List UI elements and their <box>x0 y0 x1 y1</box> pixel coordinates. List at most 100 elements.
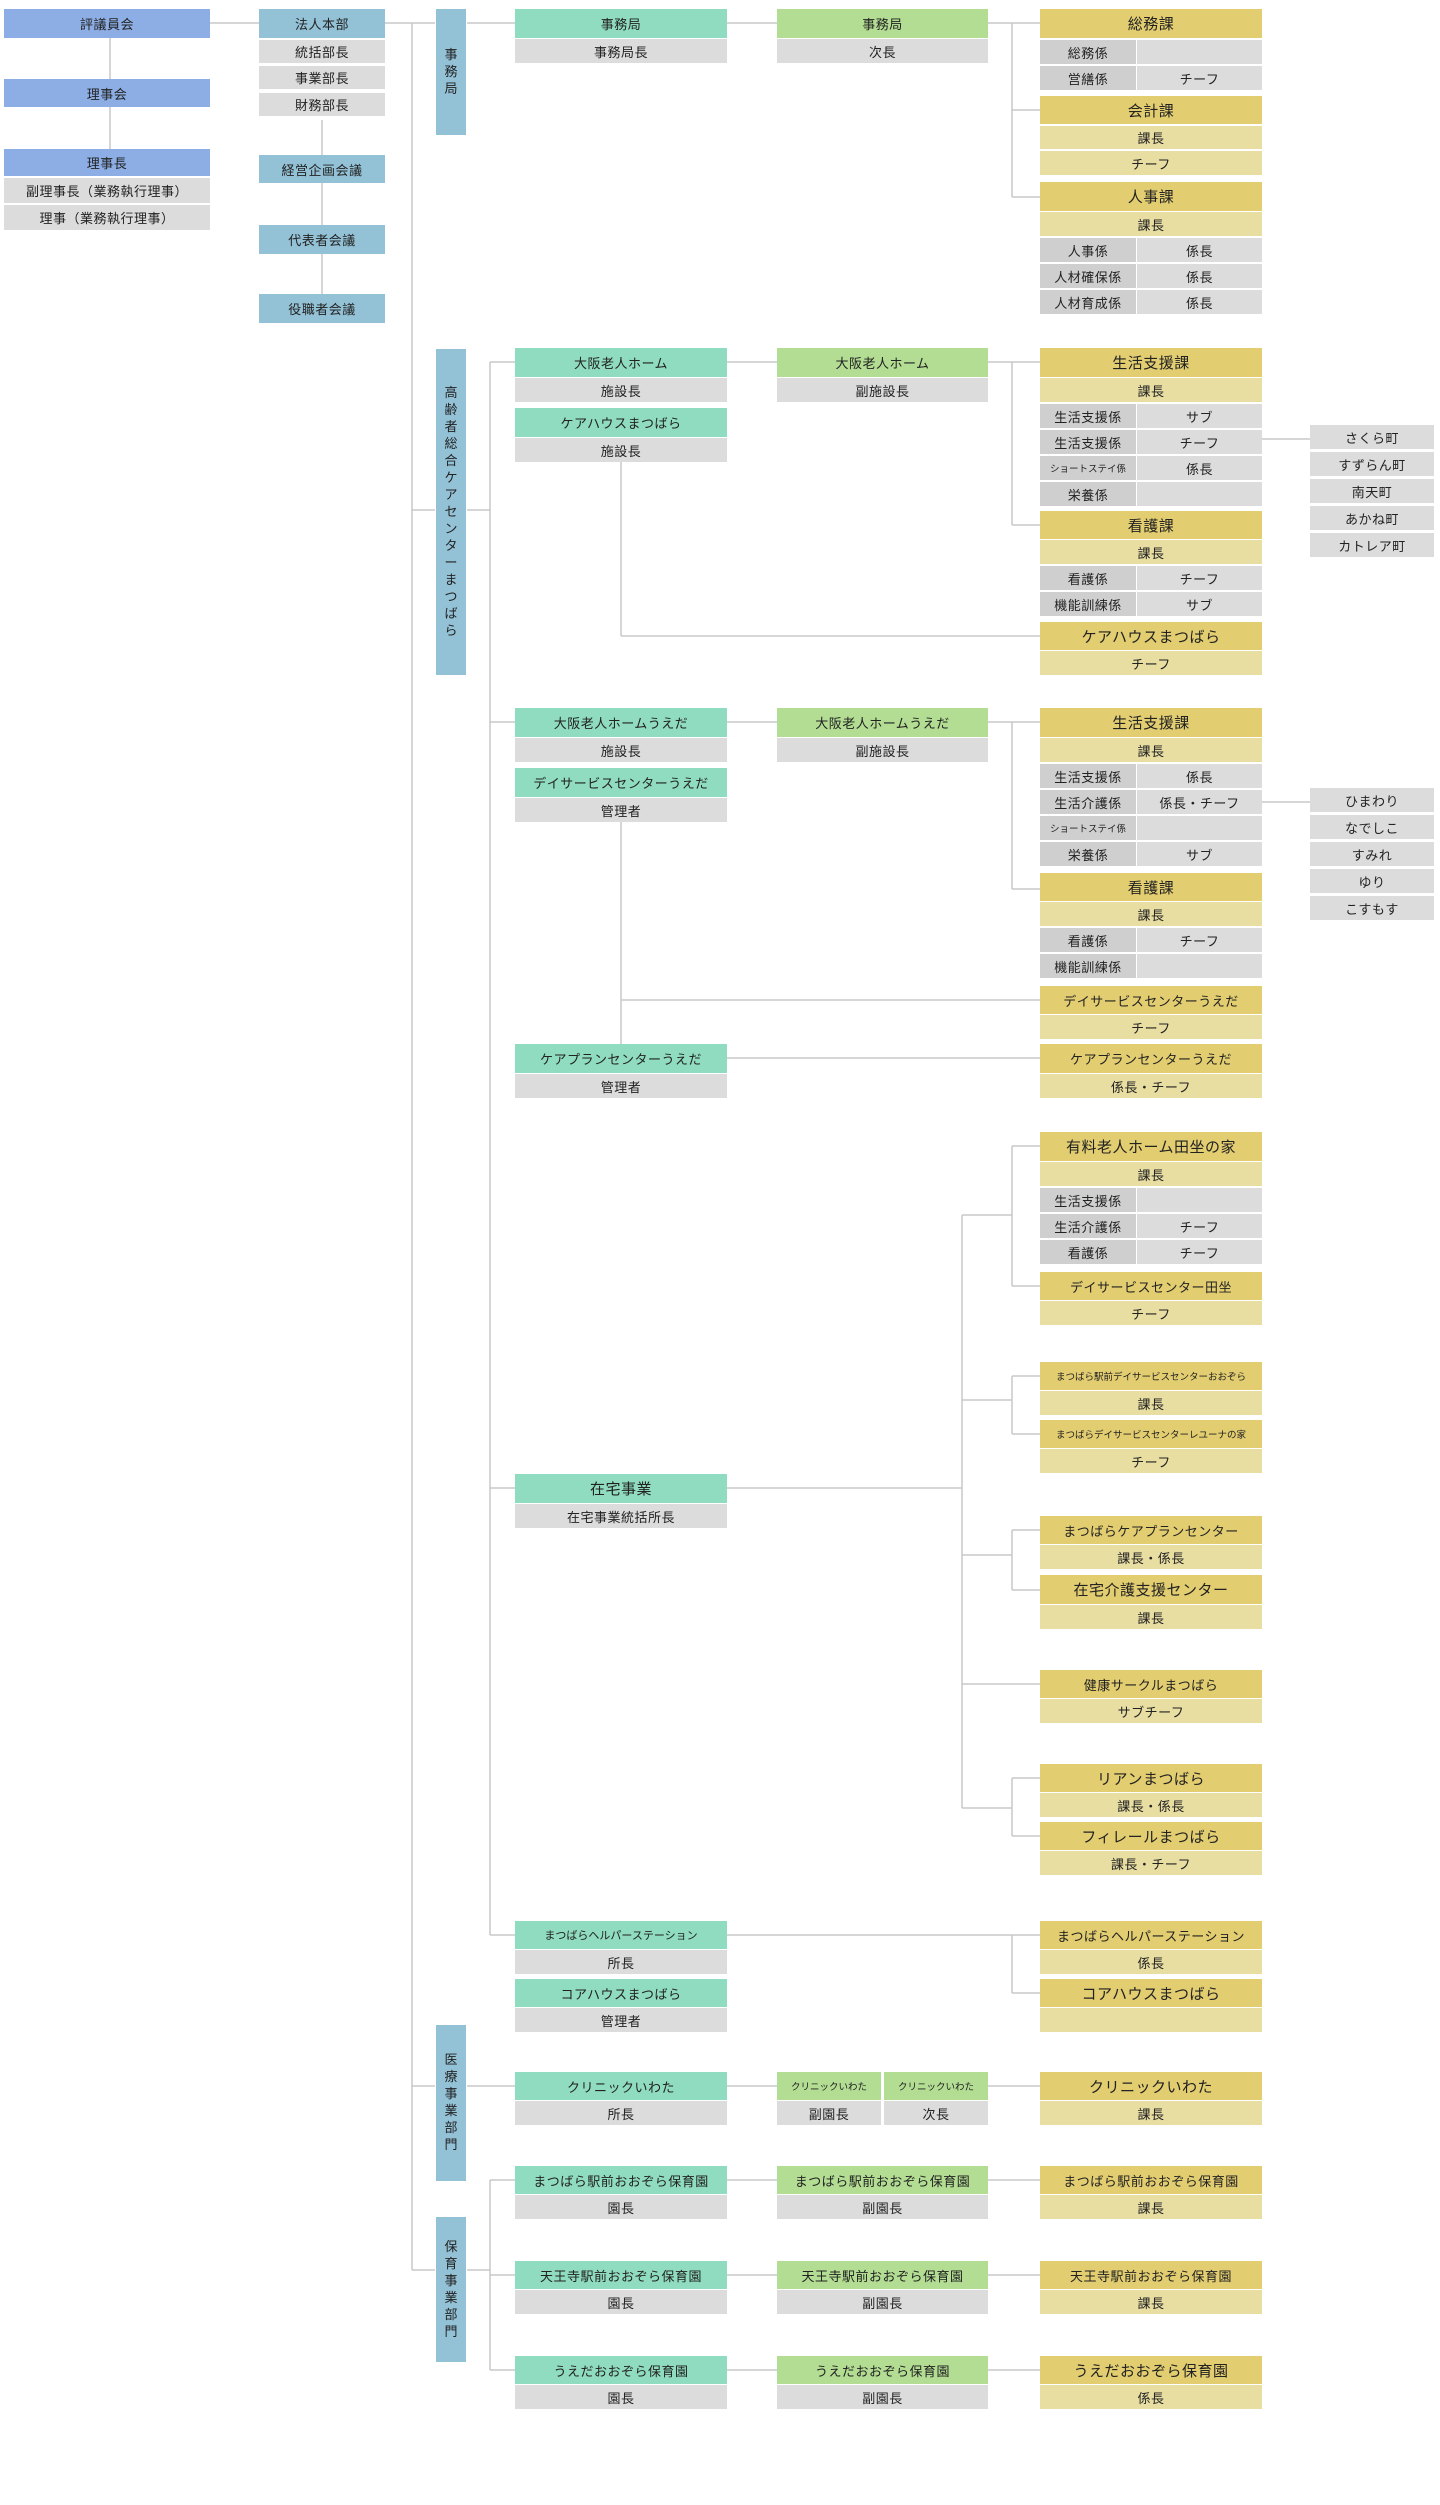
ueda-careplan-section-role: 係長・チーフ <box>1040 1074 1262 1098</box>
ueda-nursing-role-1a: 看護係 <box>1040 928 1136 952</box>
clinic-deputy-1: クリニックいわた <box>777 2072 881 2100</box>
ueda-unit: なでしこ <box>1310 815 1434 839</box>
core-house-role: 管理者 <box>515 2008 727 2032</box>
osaka-shortstay-role: ショートステイ係 <box>1040 456 1136 480</box>
osaka-life-support-role-2a: 生活支援係 <box>1040 430 1136 454</box>
hq-general-manager: 統括部長 <box>259 40 385 63</box>
osaka-deputy-role: 副施設長 <box>777 378 988 402</box>
clinic-role: 所長 <box>515 2101 727 2125</box>
tanoue-role-1b <box>1137 1188 1262 1212</box>
clinic-section-role: 課長 <box>1040 2101 1262 2125</box>
chairman-box: 理事長 <box>4 149 210 176</box>
osaka-life-support-role-2b: チーフ <box>1137 430 1262 454</box>
tanoue-day-role: チーフ <box>1040 1301 1262 1325</box>
ueda-day-service-section: デイサービスセンターうえだ <box>1040 986 1262 1014</box>
maintenance-rank: チーフ <box>1137 66 1262 90</box>
director-box: 理事（業務執行理事） <box>4 205 210 230</box>
ueda-nursery-deputy: うえだおおぞら保育園 <box>777 2356 988 2384</box>
ueda-nursery-box: うえだおおぞら保育園 <box>515 2356 727 2384</box>
osaka-nursing-role-0: 課長 <box>1040 540 1262 564</box>
division-secretariat: 事 務 局 <box>436 9 466 135</box>
home-care-support-role: 課長 <box>1040 1605 1262 1629</box>
hr-role-2b: 係長 <box>1137 264 1262 288</box>
ueda-day-service-box: デイサービスセンターうえだ <box>515 768 727 797</box>
tanoue-role-3b: チーフ <box>1137 1240 1262 1264</box>
division-elderly-care: 高 齢 者 総 合 ケ ア セ ン タ ー ま つ ば ら <box>436 349 466 675</box>
ueda-shortstay-rank <box>1137 816 1262 840</box>
careplan-center-role: 課長・係長 <box>1040 1545 1262 1569</box>
filere-section: フィレールまつばら <box>1040 1822 1262 1850</box>
helper-station-role: 所長 <box>515 1950 727 1974</box>
ekimae-nursery-deputy-role: 副園長 <box>777 2195 988 2219</box>
osaka-life-support-role-1a: 生活支援係 <box>1040 404 1136 428</box>
hr-role-3a: 人材育成係 <box>1040 290 1136 314</box>
board-box: 理事会 <box>4 79 210 107</box>
helper-station-section-role: 係長 <box>1040 1950 1262 1974</box>
carehouse-role: 施設長 <box>515 438 727 462</box>
hq-box: 法人本部 <box>259 9 385 38</box>
osaka-nursing-role-2a: 機能訓練係 <box>1040 592 1136 616</box>
tennoji-nursery-deputy-role: 副園長 <box>777 2290 988 2314</box>
ekimae-nursery-deputy: まつばら駅前おおぞら保育園 <box>777 2166 988 2194</box>
ekimae-nursery-section-role: 課長 <box>1040 2195 1262 2219</box>
general-affairs-role-1: 総務係 <box>1040 40 1136 64</box>
ueda-nursing-role-0: 課長 <box>1040 902 1262 926</box>
ueda-life-support-role-1a: 生活支援係 <box>1040 764 1136 788</box>
hr-role-2a: 人材確保係 <box>1040 264 1136 288</box>
secretariat-deputy-box: 事務局 <box>777 9 988 38</box>
osaka-life-support-section: 生活支援課 <box>1040 348 1262 377</box>
tennoji-nursery-section: 天王寺駅前おおぞら保育園 <box>1040 2261 1262 2289</box>
clinic-section: クリニックいわた <box>1040 2072 1262 2100</box>
ueda-nursing-section: 看護課 <box>1040 873 1262 901</box>
ueda-nursery-section: うえだおおぞら保育園 <box>1040 2356 1262 2384</box>
osaka-life-support-role-1b: サブ <box>1137 404 1262 428</box>
tanoue-role-0: 課長 <box>1040 1162 1262 1186</box>
division-label: 高 齢 者 総 合 ケ ア セ ン タ ー ま つ ば ら <box>444 385 458 639</box>
core-house-box: コアハウスまつばら <box>515 1979 727 2007</box>
tanoue-home-section: 有料老人ホーム田坐の家 <box>1040 1132 1262 1161</box>
leyna-day-section: まつばらデイサービスセンターレユーナの家 <box>1040 1420 1262 1448</box>
osaka-unit: さくら町 <box>1310 425 1434 449</box>
ueda-nursing-role-1b: チーフ <box>1137 928 1262 952</box>
osaka-nursing-role-2b: サブ <box>1137 592 1262 616</box>
secretariat-box: 事務局 <box>515 9 727 38</box>
maintenance-role: 営繕係 <box>1040 66 1136 90</box>
ueda-day-service-section-role: チーフ <box>1040 1015 1262 1039</box>
ueda-unit: ゆり <box>1310 869 1434 893</box>
osaka-nursing-role-1b: チーフ <box>1137 566 1262 590</box>
osaka-unit: カトレア町 <box>1310 533 1434 557</box>
carehouse-section-role: チーフ <box>1040 651 1262 675</box>
osaka-nutrition-role: 栄養係 <box>1040 482 1136 506</box>
ekimae-nursery-box: まつばら駅前おおぞら保育園 <box>515 2166 727 2194</box>
ueda-nursing-role-2b <box>1137 954 1262 978</box>
tanoue-role-3a: 看護係 <box>1040 1240 1136 1264</box>
accounting-role-2: チーフ <box>1040 151 1262 175</box>
tanoue-role-1a: 生活支援係 <box>1040 1188 1136 1212</box>
accounting-section: 会計課 <box>1040 96 1262 124</box>
osaka-nursing-role-1a: 看護係 <box>1040 566 1136 590</box>
ueda-life-support-role-0: 課長 <box>1040 738 1262 762</box>
osaka-nutrition-rank <box>1137 482 1262 506</box>
general-affairs-section: 総務課 <box>1040 9 1262 38</box>
ueda-nursing-role-2a: 機能訓練係 <box>1040 954 1136 978</box>
vice-chairman-box: 副理事長（業務執行理事） <box>4 178 210 203</box>
health-circle-section: 健康サークルまつばら <box>1040 1670 1262 1698</box>
mgmt-meeting-box: 経営企画会議 <box>259 155 385 183</box>
ueda-deputy-role: 副施設長 <box>777 738 988 762</box>
osaka-life-support-role-0: 課長 <box>1040 378 1262 402</box>
ueda-careplan-role: 管理者 <box>515 1074 727 1098</box>
clinic-deputy-1-role: 副園長 <box>777 2101 881 2125</box>
ekimae-nursery-section: まつばら駅前おおぞら保育園 <box>1040 2166 1262 2194</box>
ekimae-day-role: 課長 <box>1040 1391 1262 1415</box>
home-care-box: 在宅事業 <box>515 1474 727 1503</box>
ueda-life-support-role-1b: 係長 <box>1137 764 1262 788</box>
helper-station-box: まつばらヘルパーステーション <box>515 1921 727 1949</box>
division-label: 事 務 局 <box>444 47 458 97</box>
ueda-home-role: 施設長 <box>515 738 727 762</box>
rian-section: リアンまつばら <box>1040 1764 1262 1792</box>
general-affairs-role-1b <box>1137 40 1262 64</box>
tanoue-role-2a: 生活介護係 <box>1040 1214 1136 1238</box>
secretariat-deputy-role: 次長 <box>777 39 988 63</box>
tennoji-nursery-section-role: 課長 <box>1040 2290 1262 2314</box>
